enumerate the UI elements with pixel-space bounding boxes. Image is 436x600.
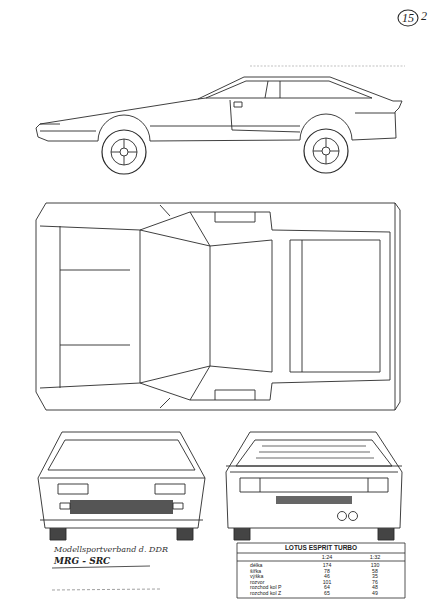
sheet-number: 15 xyxy=(402,12,414,24)
table-cell: rozchod kol Z xyxy=(250,591,281,596)
table-cell: 46 xyxy=(312,574,342,579)
table-cell: 76 xyxy=(360,580,390,585)
table-cell: 35 xyxy=(360,574,390,579)
table-cell: výška xyxy=(250,574,263,579)
table-cell: délka xyxy=(250,563,262,568)
sheet-number: 2 xyxy=(421,10,427,22)
table-cell: rozvor xyxy=(250,580,264,585)
stamp-text: MRG - SRC xyxy=(54,557,110,566)
table-cell: 65 xyxy=(312,591,342,596)
table-cell: 49 xyxy=(360,591,390,596)
table-cell: 174 xyxy=(312,563,342,568)
table-cell: 78 xyxy=(312,569,342,574)
table-title: LOTUS ESPRIT TURBO xyxy=(237,545,405,552)
table-header: 1:32 xyxy=(360,555,390,561)
stamp-text: Modellsportverband d. DDR xyxy=(54,546,168,554)
table-cell: 101 xyxy=(312,580,342,585)
table-cell: 130 xyxy=(360,563,390,568)
table-cell: šířka xyxy=(250,569,261,574)
front-view xyxy=(38,432,205,540)
table-cell: 58 xyxy=(360,569,390,574)
table-cell: 64 xyxy=(312,585,342,590)
side-view xyxy=(36,77,402,174)
table-cell: rozchod kol P xyxy=(250,585,281,590)
table-header: 1:24 xyxy=(312,555,342,561)
rear-view xyxy=(226,432,402,540)
top-view xyxy=(36,203,400,410)
dimension-table xyxy=(237,543,405,598)
table-cell: 48 xyxy=(360,585,390,590)
